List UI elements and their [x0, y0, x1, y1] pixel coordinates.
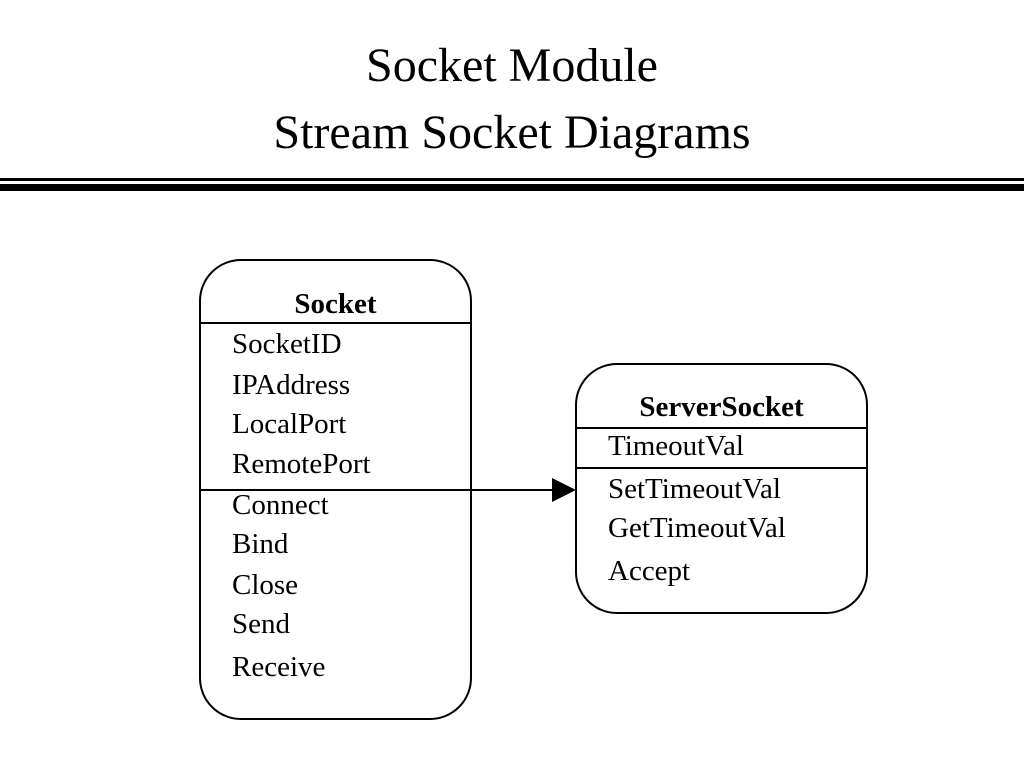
server-socket-method: SetTimeoutVal: [608, 473, 781, 505]
server-socket-attribute: TimeoutVal: [608, 430, 744, 462]
arrowhead-icon: [552, 478, 576, 502]
socket-class-box: Socket SocketID IPAddress LocalPort Remo…: [199, 259, 472, 720]
socket-attribute: SocketID: [232, 328, 342, 360]
socket-method: Bind: [232, 528, 289, 560]
slide-title-line-2: Stream Socket Diagrams: [273, 106, 751, 159]
server-socket-method: GetTimeoutVal: [608, 512, 786, 544]
server-socket-class-name: ServerSocket: [639, 391, 804, 423]
server-socket-class-box: ServerSocket TimeoutVal SetTimeoutVal Ge…: [575, 363, 868, 614]
socket-attribute: LocalPort: [232, 408, 347, 440]
title-divider-thin: [0, 178, 1024, 181]
socket-method: Send: [232, 608, 290, 640]
title-divider-thick: [0, 184, 1024, 191]
server-socket-attribute-divider: [577, 467, 866, 469]
server-socket-name-divider: [577, 427, 866, 429]
server-socket-method: Accept: [608, 555, 691, 587]
socket-name-divider: [201, 322, 470, 324]
socket-method: Connect: [232, 489, 329, 521]
socket-attribute: RemotePort: [232, 448, 371, 480]
socket-method: Receive: [232, 651, 326, 683]
socket-attribute: IPAddress: [232, 369, 351, 401]
slide-title-line-1: Socket Module: [366, 39, 658, 92]
socket-class-name: Socket: [294, 288, 377, 320]
socket-method: Close: [232, 569, 299, 601]
